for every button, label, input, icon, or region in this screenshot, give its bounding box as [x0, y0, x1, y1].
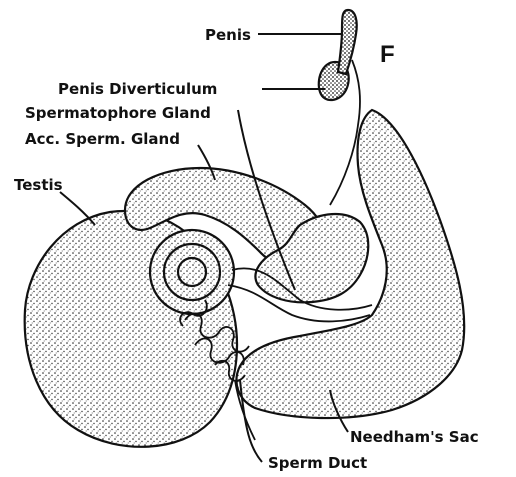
label-penis: Penis: [205, 26, 251, 44]
label-needhams-sac: Needham's Sac: [350, 428, 479, 446]
label-acc-sperm-gland: Acc. Sperm. Gland: [25, 130, 180, 148]
label-penis-diverticulum: Penis Diverticulum: [58, 80, 217, 98]
panel-letter: F: [380, 41, 395, 68]
label-spermatophore-gland: Spermatophore Gland: [25, 104, 211, 122]
label-testis: Testis: [14, 176, 63, 194]
coiled-gland-inner: [178, 258, 206, 286]
label-sperm-duct: Sperm Duct: [268, 454, 367, 472]
